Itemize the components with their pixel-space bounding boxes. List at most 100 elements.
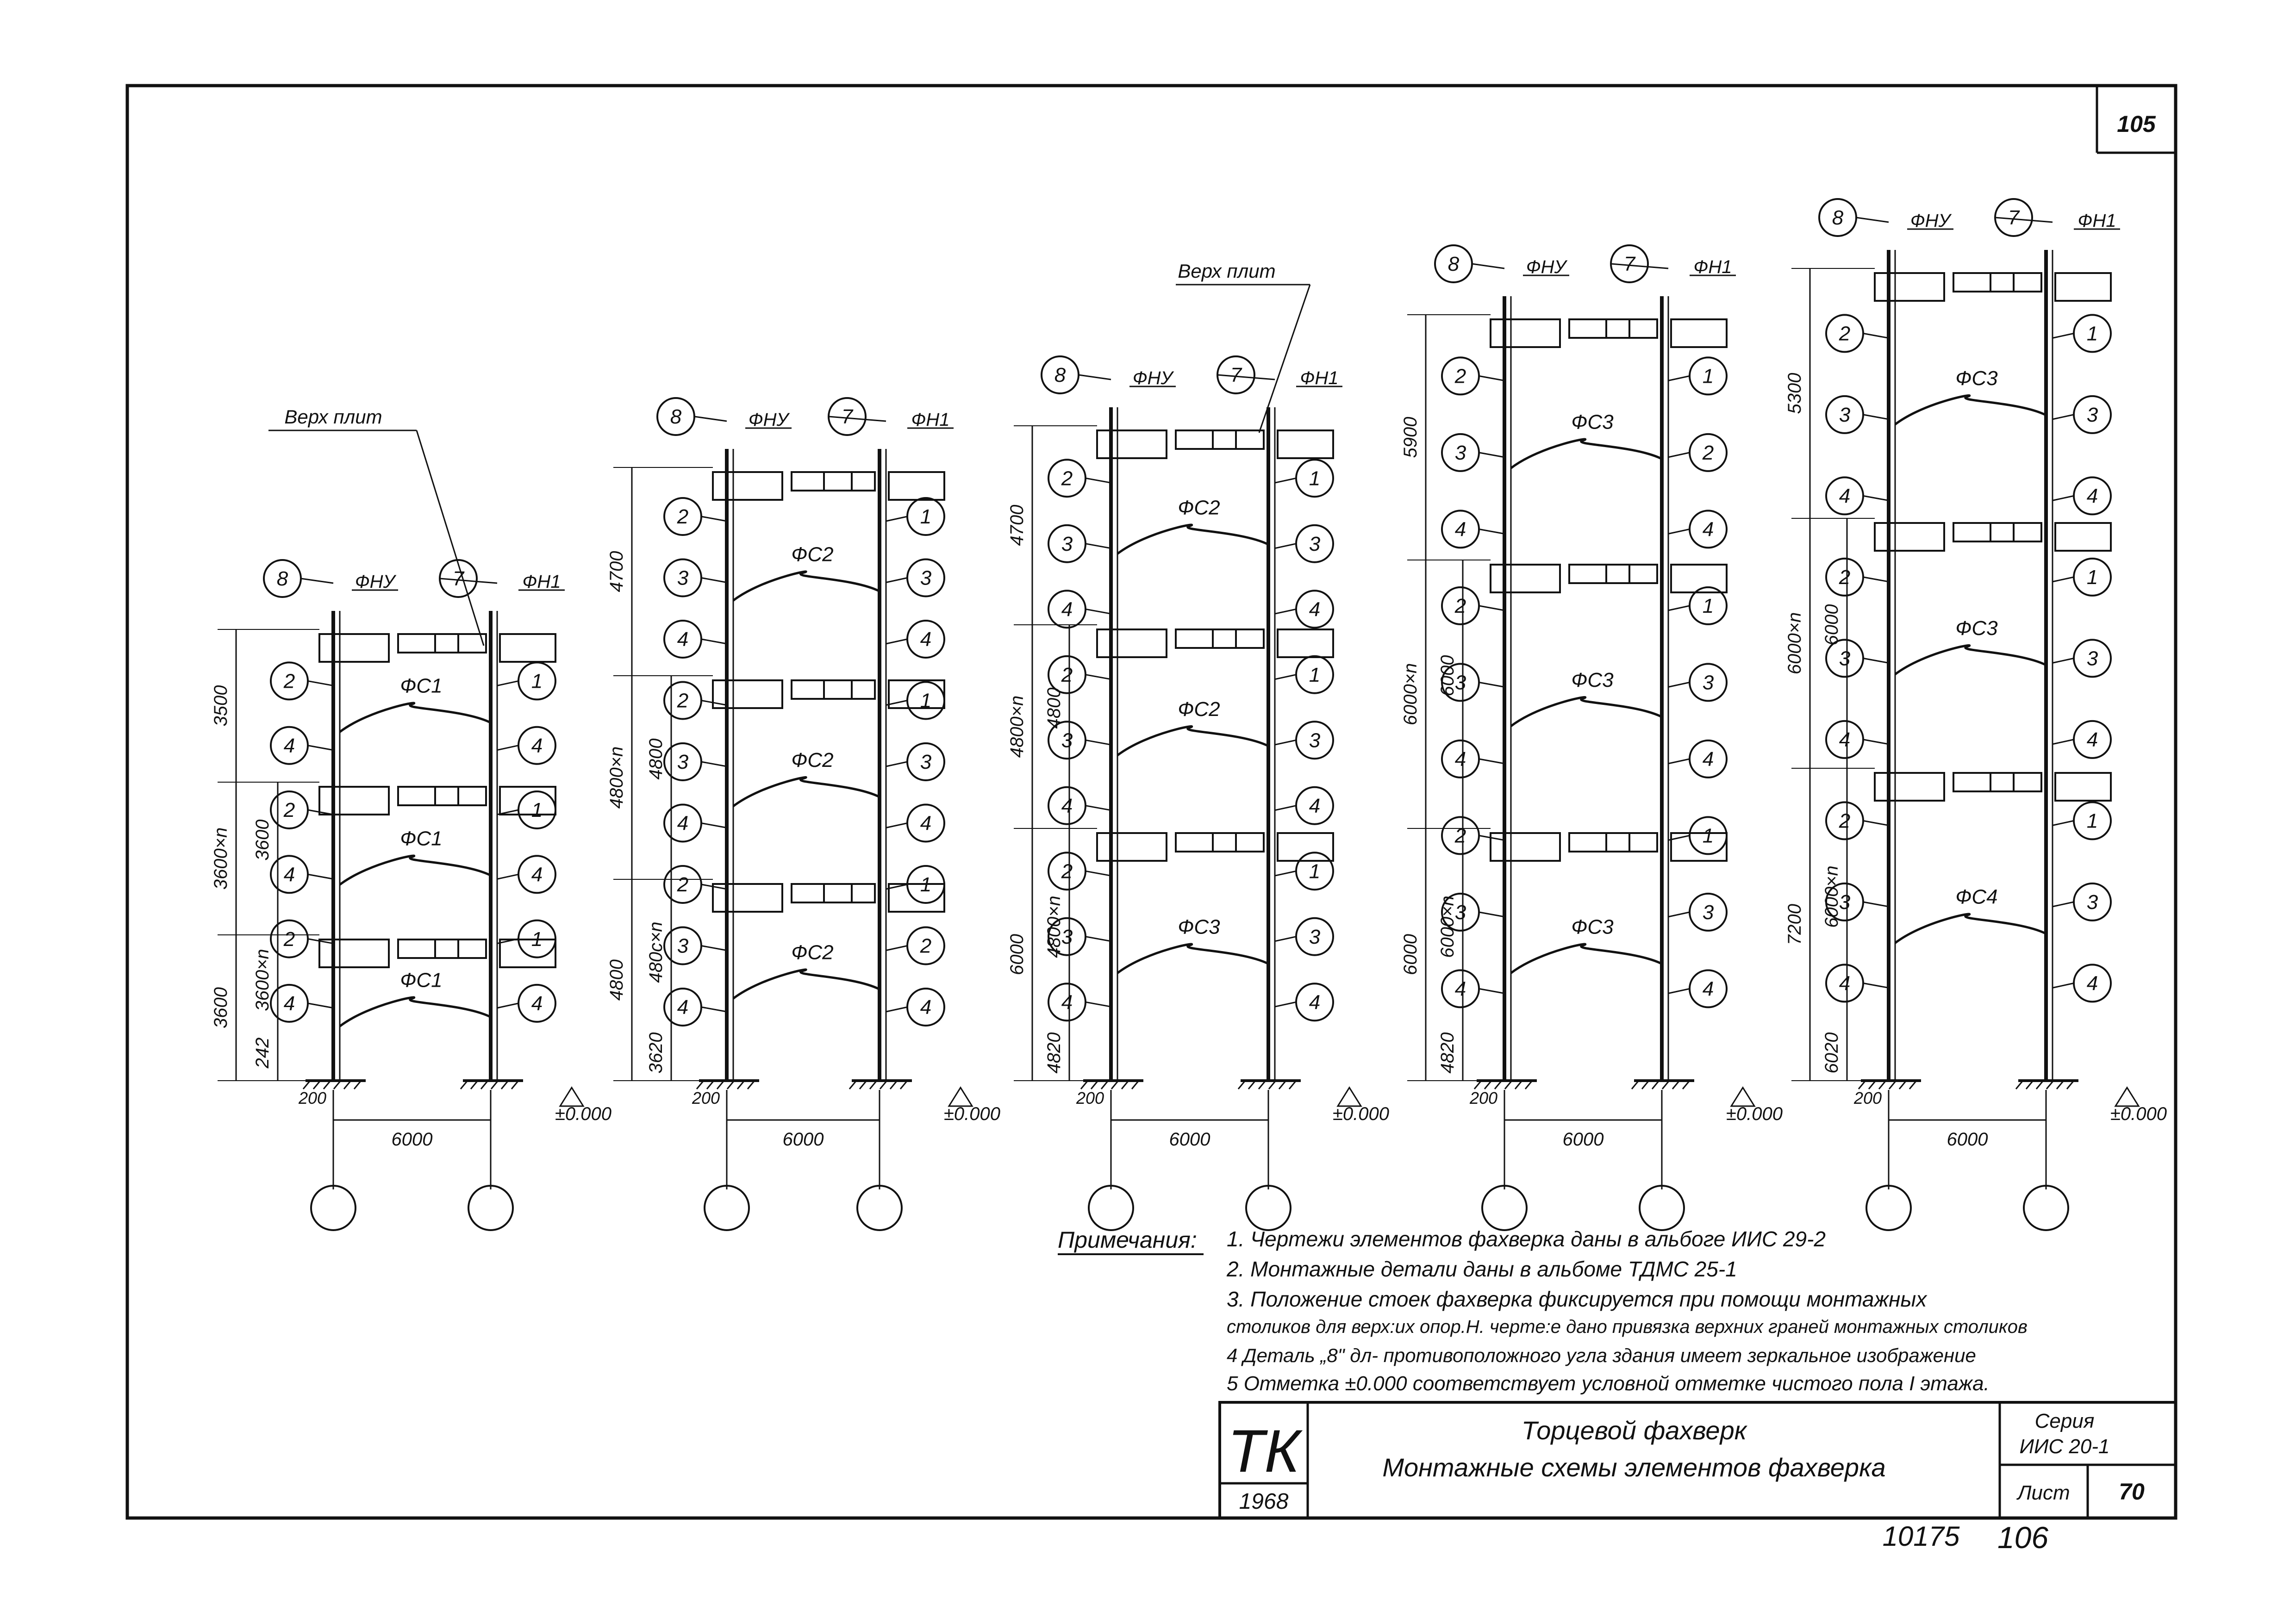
frame-4-right-callout-8-label: 3: [1703, 901, 1714, 924]
frame-2-beam-right-0: [888, 471, 945, 501]
frame-5-hatch-r: [2025, 1080, 2034, 1089]
frame-1-hatch-r: [500, 1080, 509, 1089]
frame-1-right-leader-4: [497, 873, 519, 880]
frame-5-right-callout-3-label: 4: [2087, 485, 2098, 508]
sheet-label: Лист: [2016, 1481, 2070, 1504]
frame-3-right-leader-1: [1274, 477, 1297, 484]
frame-4-brace-2: [1510, 943, 1663, 974]
frame-2-left-leader-2: [701, 577, 727, 583]
notes-heading: Примечания:: [1058, 1227, 1197, 1253]
frame-4-left-callout-7-label: 2: [1454, 825, 1466, 847]
frame-3-left-leader-4: [1085, 674, 1111, 680]
sheet-number-top: 105: [2117, 111, 2156, 137]
frame-2-right-leader-4: [886, 700, 908, 706]
frame-3-dim-outer-0: 4700: [1007, 505, 1027, 546]
frame-4-right-leader-4: [1668, 605, 1690, 611]
frame-5-beam-left-1: [1874, 522, 1945, 552]
frame-2-right-callout-0-label: 7: [842, 405, 854, 428]
frame-2-left-callout-4-label: 2: [677, 690, 688, 712]
frame-2-right-leader-7: [886, 884, 908, 890]
frame-1-right-callout-2-label: 4: [531, 734, 543, 757]
frame-4-dim-outer-1: 6000×n: [1400, 663, 1421, 726]
frame-5-axis-bubble-left-circle: [1866, 1185, 1912, 1231]
frame-4-right-leader-1: [1668, 375, 1690, 381]
frame-2-dim-200: 200: [692, 1089, 720, 1108]
frame-2-brace-label-1: ФС2: [791, 749, 833, 772]
frame-3-dim-inner-2: 4820: [1044, 1033, 1064, 1074]
frame-2-left-callout-0-label: 8: [670, 405, 682, 428]
frame-2-hatch-r: [879, 1080, 888, 1089]
frame-2-right-leader-1: [886, 516, 908, 522]
frame-3-dim-200: 200: [1076, 1089, 1104, 1108]
frame-4-beam-right-2: [1670, 832, 1728, 862]
frame-2-axis-bubble-right-circle: [856, 1185, 903, 1231]
frame-3-slab-right-2: [1212, 832, 1265, 852]
frame-3-left-callout-7-label: 2: [1061, 860, 1073, 883]
frame-2-right-callout-7-label: 1: [920, 873, 931, 896]
frame-5-dim-inner-0: 6000: [1822, 604, 1842, 646]
frame-3-hatch-l: [1090, 1080, 1099, 1089]
frame-5-left-leader-9: [1863, 982, 1889, 989]
frame-4-right-callout-3-label: 4: [1703, 518, 1714, 541]
title-line-1: Торцевой фахверк: [1522, 1416, 1748, 1445]
frame-2-brace-label-2: ФС2: [791, 941, 833, 964]
frame-5-zero-triangle: [2114, 1086, 2140, 1107]
frame-1-right-leader-0: [439, 578, 498, 584]
frame-4-hatch-r: [1661, 1080, 1670, 1089]
frame-5-slab-left-1: [1953, 522, 2015, 542]
frame-5-slab-right-1: [1990, 522, 2042, 542]
frame-2-left-leader-4: [701, 700, 727, 706]
frame-3-brace-2: [1117, 943, 1269, 974]
frame-4-dim-inner-1: 6000×n: [1437, 896, 1458, 958]
frame-1-right-leader-3: [497, 809, 519, 815]
frame-3-beam-right-0: [1277, 429, 1334, 459]
frame-1-hatch-l: [312, 1080, 321, 1089]
frame-5-hatch-r: [2015, 1080, 2024, 1089]
frame-5-right-leader-8: [2052, 901, 2074, 908]
frame-1-brace-2: [339, 996, 492, 1027]
frame-2-brace-2: [732, 968, 880, 1000]
frame-4-hatch-r: [1641, 1080, 1650, 1089]
frame-3-brace-label-1: ФС2: [1178, 698, 1220, 721]
frame-1-hatch-r: [490, 1080, 499, 1089]
frame-2-beam-left-2: [712, 883, 783, 913]
frame-5-right-leader-9: [2052, 982, 2074, 989]
frame-3-right-callout-0-label: 7: [1230, 364, 1242, 386]
frame-3-right-callout-5-label: 3: [1309, 729, 1321, 752]
frame-2-hatch-r: [899, 1080, 908, 1089]
frame-3-hatch-l: [1131, 1080, 1140, 1089]
frame-4-left-leader-9: [1479, 988, 1505, 994]
frame-4-dim-inner-0: 6000: [1437, 655, 1458, 697]
frame-1-slab-right-0: [434, 633, 487, 653]
frame-1-left-leader-5: [307, 938, 334, 945]
frame-1-left-leader-3: [307, 809, 334, 815]
frame-2-left-callout-6-label: 4: [677, 812, 688, 835]
frame-5-left-leader-5: [1863, 657, 1889, 664]
frame-2-left-leader-8: [701, 945, 727, 951]
frame-1-right-leader-1: [497, 680, 519, 686]
frame-5-left-callout-3-label: 4: [1839, 485, 1850, 508]
frame-5-hatch-l: [1909, 1080, 1917, 1089]
frame-3-hatch-l: [1080, 1080, 1089, 1089]
frame-4-beam-right-0: [1670, 318, 1728, 348]
frame-2-hatch-l: [726, 1080, 735, 1089]
frame-5-hatch-l: [1878, 1080, 1887, 1089]
frame-2-right-callout-8-label: 2: [920, 935, 931, 958]
frame-1-right-leader-5: [497, 938, 519, 945]
frame-1-right-callout-5-label: 1: [531, 928, 543, 951]
frame-5-beam-left-2: [1874, 772, 1945, 802]
frame-4-slab-left-2: [1568, 832, 1630, 852]
title-block: ТК 1968 Торцевой фахверк Монтажные схемы…: [1218, 1401, 2177, 1519]
frame-4-left-callout-8-label: 3: [1455, 901, 1466, 924]
frame-1-beam-right-0: [499, 633, 556, 663]
frame-5-left-leader-2: [1863, 414, 1889, 420]
frame-5-dim-200: 200: [1853, 1089, 1882, 1108]
frame-2-left-callout-9-label: 4: [677, 996, 688, 1019]
frame-5-right-callout-0-label: 7: [2008, 206, 2020, 229]
frame-5-left-callout-4-label: 2: [1839, 566, 1850, 589]
frame-1-left-callout-1-label: 2: [283, 670, 295, 693]
frame-4-right-leader-9: [1668, 988, 1690, 994]
frame-4-axis-bubble-left-circle: [1481, 1185, 1528, 1231]
frame-2-right-callout-5-label: 3: [920, 751, 932, 773]
